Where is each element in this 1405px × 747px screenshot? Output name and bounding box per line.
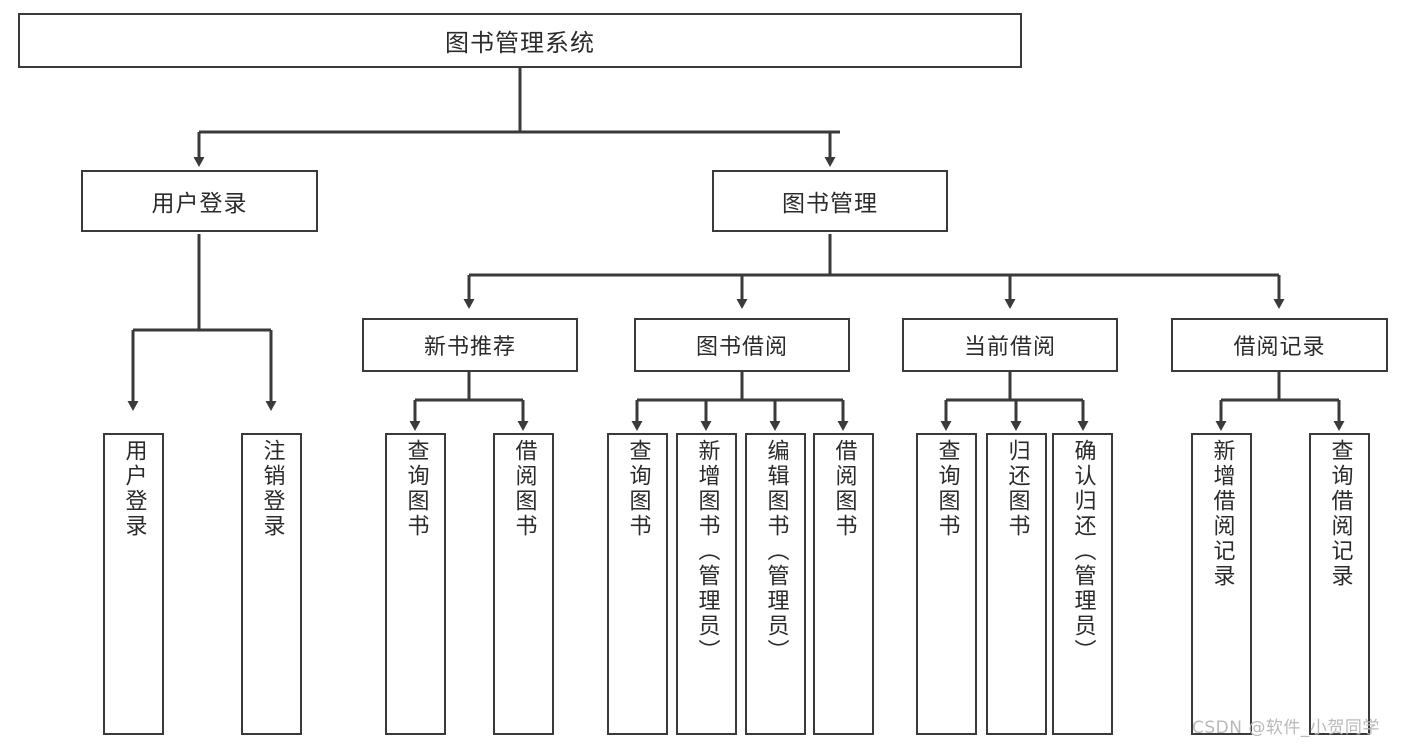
- node-label: 新增图书（管理员）: [694, 439, 720, 664]
- leaf-query-book-borrow[interactable]: 查询图书: [607, 433, 668, 735]
- leaf-user-login[interactable]: 用户登录: [103, 433, 164, 735]
- node-label: 图书借阅: [695, 335, 788, 360]
- node-label: 借阅图书: [831, 439, 857, 539]
- node-label: 新增借阅记录: [1209, 439, 1235, 589]
- node-label: 注销登录: [259, 439, 285, 539]
- node-label: 图书管理: [782, 191, 878, 217]
- node-label: 查询图书: [403, 439, 429, 539]
- node-book-borrow[interactable]: 图书借阅: [634, 318, 850, 372]
- node-label: 编辑图书（管理员）: [763, 439, 789, 664]
- watermark-text: CSDN @软件_小贺同学: [1192, 718, 1380, 738]
- node-label: 新书推荐: [423, 335, 516, 360]
- node-label: 用户登录: [121, 439, 147, 539]
- node-root-book-management-system[interactable]: 图书管理系统: [18, 13, 1022, 68]
- node-book-management[interactable]: 图书管理: [712, 170, 948, 232]
- leaf-query-book-current[interactable]: 查询图书: [916, 433, 977, 735]
- node-label: 归还图书: [1004, 439, 1030, 539]
- node-new-book-recommendation[interactable]: 新书推荐: [362, 318, 578, 372]
- node-label: 确认归还（管理员）: [1070, 439, 1096, 664]
- leaf-add-borrow-record[interactable]: 新增借阅记录: [1191, 433, 1252, 735]
- node-label: 查询图书: [625, 439, 651, 539]
- node-label: 借阅图书: [511, 439, 537, 539]
- leaf-logout[interactable]: 注销登录: [241, 433, 302, 735]
- node-label: 查询图书: [934, 439, 960, 539]
- leaf-query-borrow-record[interactable]: 查询借阅记录: [1309, 433, 1370, 735]
- leaf-edit-book-admin[interactable]: 编辑图书（管理员）: [745, 433, 806, 735]
- node-label: 用户登录: [151, 191, 248, 217]
- leaf-confirm-return-admin[interactable]: 确认归还（管理员）: [1052, 433, 1113, 735]
- node-label: 当前借阅: [963, 335, 1056, 360]
- node-label: 查询借阅记录: [1327, 439, 1353, 589]
- leaf-borrow-book-new[interactable]: 借阅图书: [493, 433, 554, 735]
- leaf-query-book-new[interactable]: 查询图书: [385, 433, 446, 735]
- leaf-add-book-admin[interactable]: 新增图书（管理员）: [676, 433, 737, 735]
- node-user-login[interactable]: 用户登录: [81, 170, 318, 232]
- node-borrow-record[interactable]: 借阅记录: [1171, 318, 1388, 372]
- leaf-borrow-book[interactable]: 借阅图书: [813, 433, 874, 735]
- node-current-borrow[interactable]: 当前借阅: [902, 318, 1118, 372]
- node-label: 借阅记录: [1233, 335, 1326, 360]
- leaf-return-book[interactable]: 归还图书: [986, 433, 1047, 735]
- node-label: 图书管理系统: [445, 29, 595, 57]
